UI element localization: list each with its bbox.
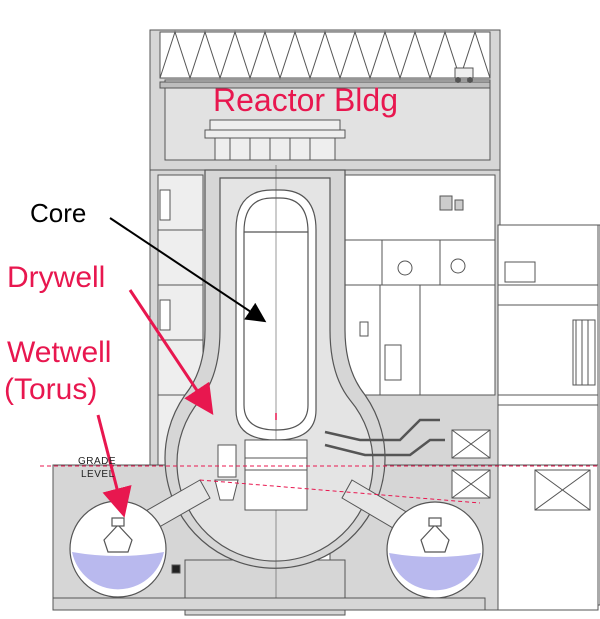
- wetwell-label: Wetwell: [7, 336, 112, 369]
- wetwell-arrow: [96, 414, 132, 518]
- steam-piping: [324, 418, 445, 457]
- level-label: LEVEL: [81, 469, 115, 480]
- torus-right: [386, 501, 484, 599]
- drywell-label: Drywell: [7, 261, 106, 294]
- annex-building: [497, 224, 599, 611]
- torus-label: (Torus): [4, 373, 98, 406]
- foundation: [52, 564, 486, 611]
- shield-plug: [204, 119, 346, 161]
- pedestal: [214, 439, 308, 511]
- roof-truss: [159, 30, 491, 80]
- reactor-vessel: [235, 165, 317, 600]
- core-arrow: [109, 217, 267, 323]
- core-label: Core: [30, 198, 87, 228]
- right-rooms: [344, 174, 496, 396]
- grade-level-line: [40, 465, 600, 504]
- equipment-bays: [451, 429, 491, 499]
- drywell-arrow: [128, 289, 214, 415]
- grade-label: GRADE: [78, 456, 117, 467]
- reactor-bldg-label: Reactor Bldg: [213, 82, 398, 118]
- torus-left: [69, 500, 167, 598]
